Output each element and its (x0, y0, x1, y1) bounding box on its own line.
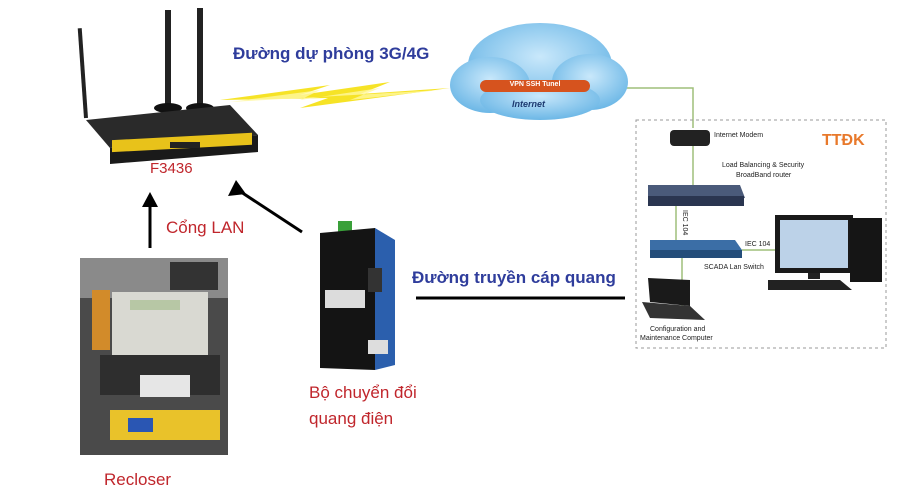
router-model-label: F3436 (150, 160, 193, 177)
scada-switch (650, 240, 742, 258)
converter-label-line1: Bộ chuyển đổi (309, 383, 417, 402)
converter-label-line2: quang điện (309, 409, 394, 428)
iec-horizontal-label: IEC 104 (745, 241, 771, 248)
router-label-line2: BroadBand router (736, 172, 792, 179)
media-converter (320, 221, 395, 370)
internet-label: Internet (512, 99, 546, 109)
recloser-cabinet (80, 258, 228, 455)
control-center-frame (635, 119, 887, 349)
fiber-route-label: Đường truyền cáp quang (412, 268, 616, 287)
laptop-label-line2: Maintenance Computer (640, 335, 713, 342)
control-center-title: TTĐK (822, 132, 865, 149)
internet-cloud (450, 23, 628, 120)
arrow-converter-icon (228, 180, 303, 234)
backup-route-label: Đường dự phòng 3G/4G (233, 44, 430, 63)
lan-port-label: Cổng LAN (166, 218, 245, 237)
laptop-label-line1: Configuration and (650, 326, 706, 333)
vpn-tunnel-label: VPN SSH Tunel (509, 81, 561, 88)
vpn-tunnel-bar (480, 80, 590, 92)
scada-switch-label: SCADA Lan Switch (704, 264, 764, 271)
broadband-router (648, 185, 745, 206)
desktop-computer (768, 215, 882, 290)
arrow-lan-up-icon (142, 192, 158, 248)
router-label-line1: Load Balancing & Security (722, 162, 805, 169)
lightning-bolt-icon (220, 82, 450, 108)
internet-modem (670, 130, 710, 146)
maintenance-laptop (642, 278, 705, 320)
iec-vertical-label: IEC 104 (681, 210, 688, 236)
router-f3436 (77, 8, 258, 164)
recloser-label: Recloser (104, 470, 172, 489)
internet-modem-label: Internet Modem (714, 132, 764, 139)
